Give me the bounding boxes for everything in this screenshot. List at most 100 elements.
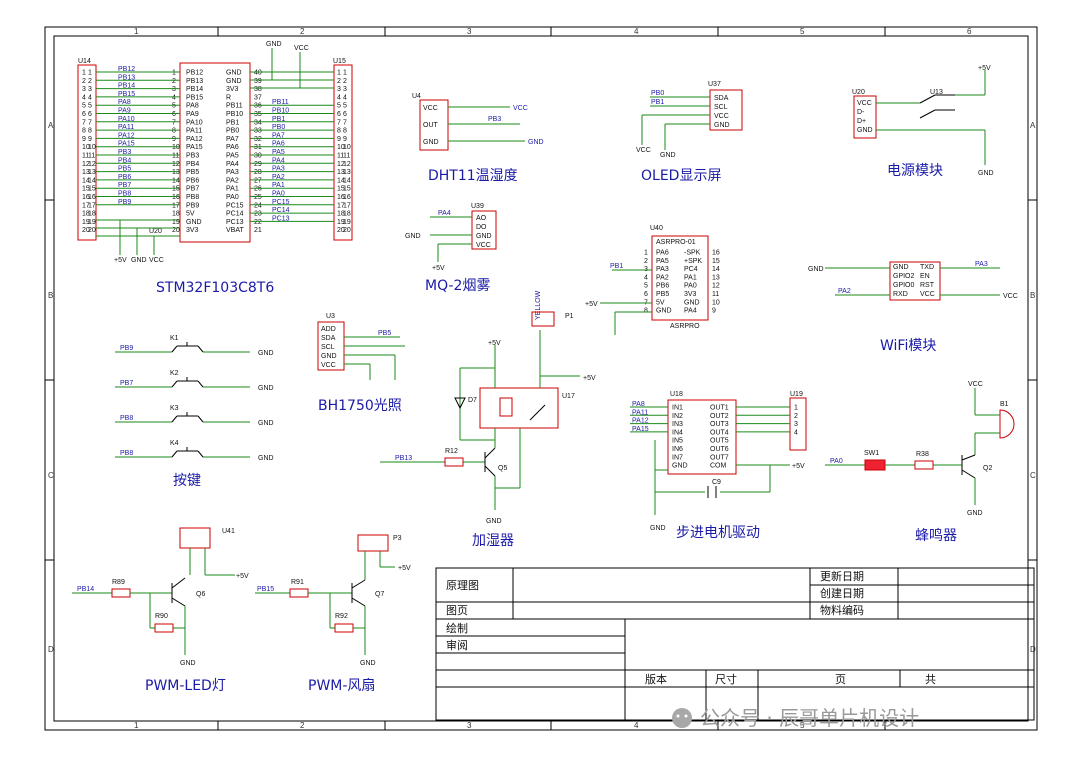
stepper-header-num: 4 (794, 429, 798, 436)
mcu-right-header-num-2: 12 (343, 161, 351, 168)
mcu-left-header-num-2: 1 (88, 70, 92, 77)
mcu-chip-right-pin: 3V3 (226, 86, 239, 93)
mq2-pin-ao: AO (476, 215, 487, 222)
pwm-fan-block: P3 +5V R91 R92 Q7 PB15 GND PWM-风扇 (255, 534, 411, 694)
stepper-in-pin: IN6 (672, 446, 683, 453)
mcu-chip-right-pin: PA2 (226, 177, 239, 184)
grid-row-b: B (48, 291, 53, 300)
asr-vcc: +5V (585, 301, 598, 308)
mcu-left-header-num: 9 (82, 136, 86, 143)
mcu-ref-right: U15 (333, 58, 346, 65)
mcu-left-net: PA11 (118, 124, 134, 131)
mcu-left-header-num-2: 11 (88, 153, 95, 160)
power-vcc: +5V (978, 65, 991, 72)
asr-left-pin: PB5 (656, 291, 669, 298)
mcu-left-header-num: 15 (82, 186, 90, 193)
mcu-right-net: PB1 (272, 116, 285, 123)
mcu-right-net: PA3 (272, 166, 285, 173)
mcu-left-net: PB9 (118, 199, 131, 206)
mcu-ref-left: U14 (78, 58, 91, 65)
mcu-chip-right-pin: PA7 (226, 136, 239, 143)
mcu-right-net: PC14 (272, 207, 290, 214)
asr-name: ASRPRO-01 (656, 239, 696, 246)
mcu-chip-left-num: 1 (172, 70, 176, 77)
mcu-chip-right-pin: PA0 (226, 194, 239, 201)
mcu-chip-right-num: 21 (254, 227, 262, 234)
stepper-cap: C9 (712, 479, 721, 486)
mcu-left-header-num: 6 (82, 111, 86, 118)
mcu-chip-right-num: 28 (254, 169, 262, 176)
mcu-right-header-num-2: 14 (343, 177, 351, 184)
pwm-fan-r2: R92 (335, 613, 348, 620)
mcu-chip-left-num: 18 (172, 211, 180, 218)
mcu-right-net: PA4 (272, 157, 285, 164)
title-block: 原理图 图页 绘制 审阅 更新日期 创建日期 物料编码 版本 尺寸 页 共 (435, 567, 1035, 721)
mq2-block: U39 AO DO GND VCC PA4 GND +5V MQ-2烟雾 (405, 203, 497, 294)
asr-right-pin: +SPK (684, 258, 702, 265)
mcu-left-header-num: 17 (82, 202, 90, 209)
pwm-led-ref-q: Q6 (196, 591, 205, 598)
asr-left-num: 5 (644, 283, 648, 290)
grid-row-c-right: C (1030, 471, 1036, 480)
mcu-header-right (333, 64, 353, 241)
mcu-right-header-num: 9 (337, 136, 341, 143)
asr-right-num: 10 (712, 299, 720, 306)
dht11-net-vcc: VCC (513, 105, 528, 112)
mcu-chip-left-pin: GND (186, 219, 202, 226)
asr-right-pin: PA0 (684, 283, 697, 290)
mcu-right-net: PA7 (272, 132, 285, 139)
oled-pin-gnd: GND (714, 122, 730, 129)
stepper-in-net: PA11 (632, 409, 648, 416)
mcu-right-header-num-2: 20 (343, 227, 351, 234)
mcu-chip-left-num: 2 (172, 78, 176, 85)
mcu-chip-right-num: 25 (254, 194, 262, 201)
wifi-right-pin: EN (920, 273, 930, 280)
title-bh1750: BH1750光照 (318, 398, 402, 414)
asr-right-pin: 3V3 (684, 291, 697, 298)
mcu-right-header-num-2: 2 (343, 78, 347, 85)
mq2-gnd: GND (405, 233, 421, 240)
mcu-right-net: PC15 (272, 199, 290, 206)
mcu-left-net: PB4 (118, 157, 131, 164)
mcu-right-header-num: 8 (337, 128, 341, 135)
mcu-chip-left-num: 5 (172, 103, 176, 110)
pwm-fan-r1: R91 (291, 579, 304, 586)
mcu-chip-left-pin: PB7 (186, 186, 199, 193)
mcu-left-header-num-2: 12 (88, 161, 96, 168)
mcu-left-header-num-2: 8 (88, 128, 92, 135)
mcu-chip-left-num: 15 (172, 186, 180, 193)
oled-block: U37 SDA SCL VCC GND PB0 PB1 VCC GND OLED… (636, 81, 743, 184)
tb-create-date: 创建日期 (820, 586, 864, 600)
title-pwm-fan: PWM-风扇 (308, 678, 375, 694)
mcu-chip-left-pin: PB4 (186, 161, 199, 168)
mcu-right-net: PB11 (272, 99, 289, 106)
mcu-right-net: PA6 (272, 141, 285, 148)
tb-total: 共 (925, 673, 936, 686)
tb-review: 审阅 (446, 638, 468, 652)
title-dht11: DHT11温湿度 (428, 168, 518, 184)
asr-left-num: 1 (644, 250, 648, 257)
asr-right-pin: PA4 (684, 308, 697, 315)
mcu-left-net: PA15 (118, 141, 135, 148)
humidifier-net: PB13 (395, 455, 412, 462)
stepper-ref-out: U19 (790, 391, 803, 398)
mcu-chip-left-pin: PA10 (186, 119, 203, 126)
mcu-chip-left-num: 6 (172, 111, 176, 118)
mcu-right-header-num-2: 5 (343, 103, 347, 110)
buzzer-ref-sw: SW1 (864, 450, 879, 457)
mcu-right-header-num: 10 (337, 144, 345, 151)
key-ref: K2 (170, 370, 179, 377)
grid-col-4: 4 (634, 27, 639, 36)
mcu-chip-right-pin: GND (226, 70, 242, 77)
mcu-chip-right-pin: R (226, 94, 231, 101)
grid-col-5-bottom: 5 (800, 721, 805, 730)
buzzer-block: B1 VCC SW1 R38 Q2 PA0 GND 蜂鸣器 (825, 381, 1015, 544)
mcu-ref-mid: U20 (149, 228, 162, 235)
pwm-led-module (179, 527, 211, 549)
tb-drawn: 绘制 (446, 621, 468, 635)
mcu-left-net: PA8 (118, 99, 131, 106)
stepper-out-pin: OUT2 (710, 413, 729, 420)
humidifier-block: P1 YELLOW U17 D7 +5V +5V R12 Q5 PB13 GND… (380, 290, 596, 549)
mcu-chip-right-pin: VBAT (226, 227, 244, 234)
mcu-chip-left-num: 4 (172, 94, 176, 101)
